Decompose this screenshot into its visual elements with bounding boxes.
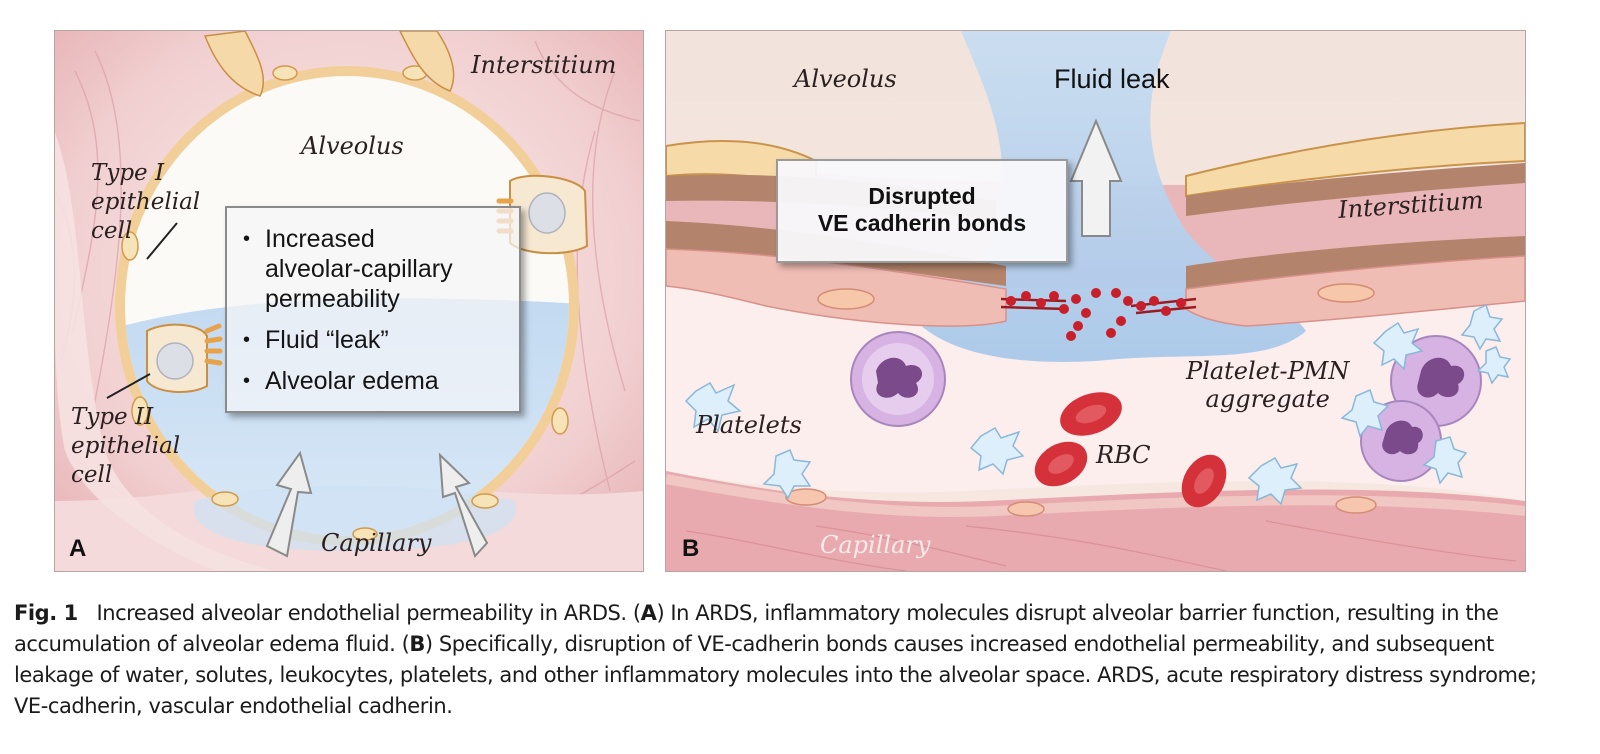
red-blood-cells — [1034, 392, 1227, 508]
rbc-label: RBC — [1096, 441, 1151, 469]
pmn-neutrophil — [850, 331, 946, 427]
platelets-label: Platelets — [696, 411, 802, 439]
disrupted-cadherin-callout: Disrupted VE cadherin bonds — [776, 159, 1068, 263]
alveolus-label: Alveolus — [301, 132, 404, 160]
panel-b: Alveolus Fluid leak Interstitium Platele… — [665, 30, 1526, 572]
endothelial-nuclei-bottom — [785, 488, 1377, 517]
panel-a-letter: A — [69, 535, 87, 562]
fluid-leak-arrow — [1069, 118, 1123, 237]
type-i-pointer-line — [146, 222, 178, 260]
figure-caption: Fig. 1 Increased alveolar endothelial pe… — [14, 601, 1537, 718]
platelet-pmn-aggregate — [1340, 303, 1512, 485]
capillary-fibers — [685, 520, 1517, 571]
type-i-cell-nuclei — [121, 65, 569, 541]
panel-b-illustration — [666, 31, 1525, 571]
bullet-fluid-leak: Fluid “leak” — [243, 325, 519, 355]
bullet-alveolar-edema: Alveolar edema — [243, 366, 519, 396]
epithelial-cells-top — [203, 31, 455, 97]
interstitium-label: Interstitium — [471, 51, 617, 79]
fluid-leak-label: Fluid leak — [1054, 64, 1170, 94]
type-ii-pointer-line — [106, 373, 151, 399]
capillary-label: Capillary — [321, 529, 432, 557]
permeability-info-box: Increasedalveolar-capillarypermeability … — [225, 206, 521, 413]
capillary-label-b: Capillary — [820, 531, 931, 559]
ve-cadherin-bonds — [1000, 288, 1197, 341]
right-barrier-layers — [1185, 121, 1525, 327]
figure-label: Fig. 1 — [14, 601, 78, 625]
alveolus-label-b: Alveolus — [794, 65, 897, 93]
panel-b-letter: B — [682, 535, 700, 562]
platelets — [684, 381, 1303, 506]
fluid-arrows — [265, 450, 489, 558]
type-ii-cell-left — [146, 323, 223, 393]
